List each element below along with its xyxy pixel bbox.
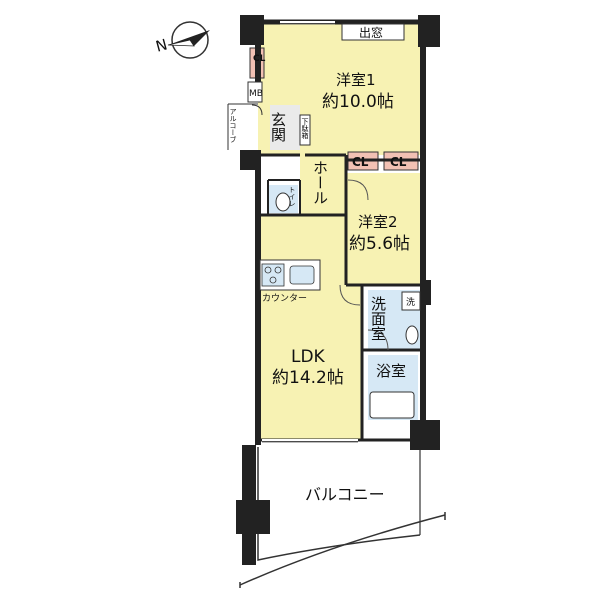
entrance-label: 玄関 <box>269 112 287 143</box>
compass-icon <box>167 21 210 59</box>
sink-basin <box>405 325 419 345</box>
shoe-box <box>299 114 311 146</box>
balcony-area <box>239 447 446 588</box>
bay-window-label: 出窓 <box>359 25 383 40</box>
room-entrance <box>270 105 300 150</box>
meter-box-label: MB <box>249 89 263 99</box>
bathtub <box>369 391 415 419</box>
balcony-label: バルコニー <box>305 485 385 504</box>
wall-balcony-left <box>242 445 256 565</box>
hall-label: ホール <box>311 160 329 205</box>
room-western1-name: 洋室1 <box>336 71 376 89</box>
counter-label: カウンター <box>262 293 307 304</box>
closet-label-western1: CL <box>253 54 266 64</box>
column-top-right <box>418 15 440 47</box>
room-western2-name: 洋室2 <box>358 213 398 231</box>
bay-window <box>341 23 405 41</box>
closet-label-western2-b: CL <box>390 155 407 169</box>
shoe-box-label: 下駄箱 <box>301 118 309 140</box>
room-western1-size: 約10.0帖 <box>322 92 394 112</box>
bathroom-label: 浴室 <box>376 362 406 380</box>
toilet-bowl <box>275 192 291 212</box>
washer-space <box>401 291 421 311</box>
room-ldk-name: LDK <box>291 347 326 367</box>
room-hall <box>300 155 346 215</box>
washroom-label: 洗面室 <box>369 296 387 341</box>
washer-label: 洗 <box>406 296 415 308</box>
room-ldk-size: 約14.2帖 <box>272 368 344 388</box>
room-western2-size: 約5.6帖 <box>349 234 410 254</box>
column-top-left <box>240 15 264 45</box>
kitchen-counter <box>259 259 321 291</box>
closet-label-western2-a: CL <box>352 155 369 169</box>
column-right-side <box>423 280 431 305</box>
compass-north-label: N <box>154 35 170 55</box>
column-mid-right <box>410 420 440 450</box>
column-entrance <box>240 150 258 170</box>
toilet-label: トイレ <box>288 186 296 207</box>
meter-box <box>247 81 263 103</box>
room-western2 <box>346 173 423 285</box>
alcove-label: アルコーブ <box>229 108 237 143</box>
